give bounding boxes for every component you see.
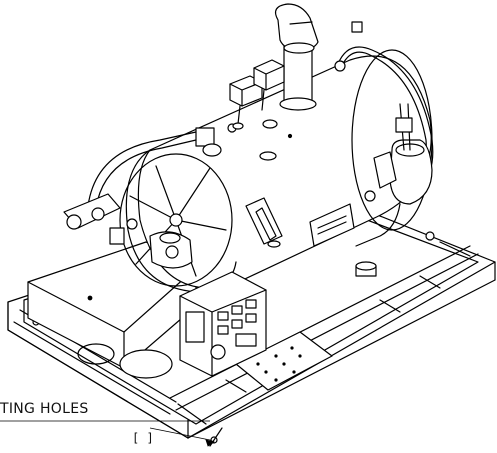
burner-housing <box>28 242 196 378</box>
callout-bracket-label: [ ] <box>132 431 154 445</box>
water-column-assembly <box>356 104 432 246</box>
side-panel <box>310 204 354 246</box>
gas-train-piping <box>64 128 221 268</box>
skid-fittings <box>356 232 434 276</box>
top-junction-boxes <box>230 60 284 160</box>
exhaust-stack <box>276 4 318 110</box>
vessel-side-plates <box>246 198 282 247</box>
callout-label: TING HOLES <box>0 401 89 417</box>
control-panel <box>180 272 266 376</box>
callout-leader <box>0 421 214 446</box>
